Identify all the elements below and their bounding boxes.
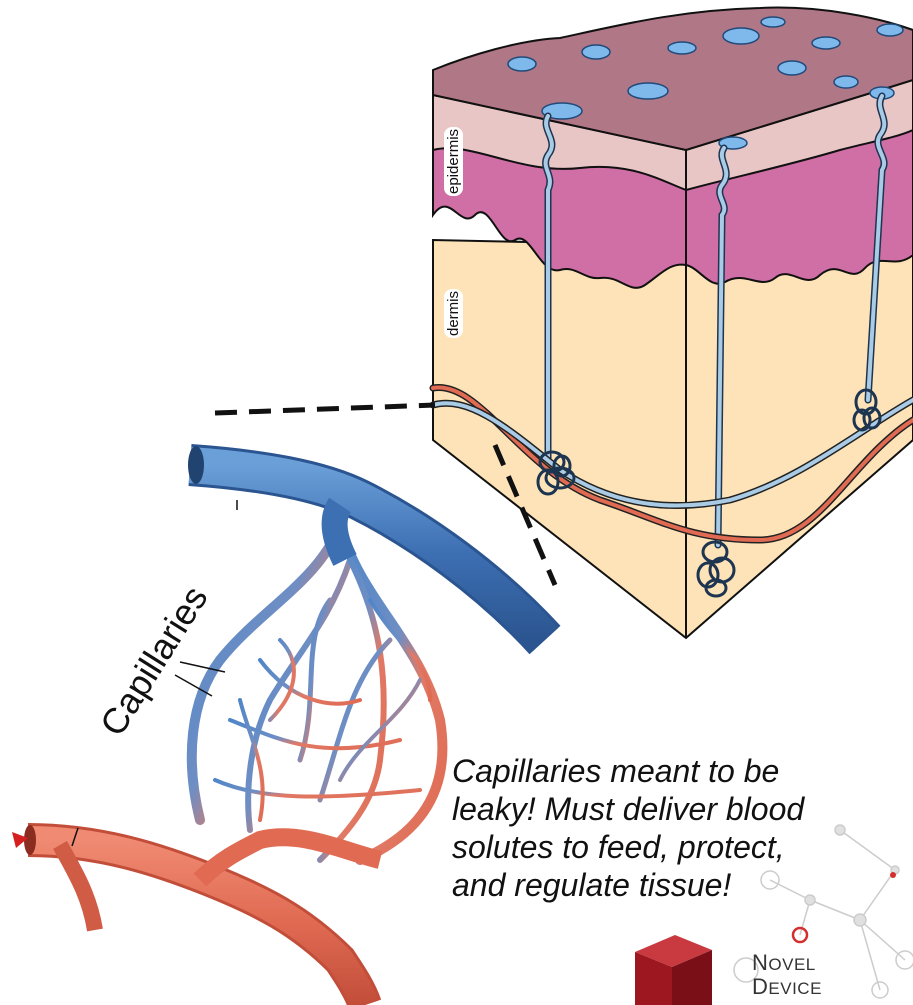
skin-block: [433, 8, 913, 638]
capillary-bed: [12, 446, 545, 1005]
logo-line-device: DEVICE: [752, 976, 822, 1000]
caption-line: and regulate tissue!: [452, 866, 912, 904]
caption-line: Capillaries meant to be: [452, 752, 912, 790]
venule-opening: [188, 446, 204, 484]
logo-initial: D: [752, 974, 768, 999]
logo-wordmark: NOVEL DEVICE: [752, 952, 822, 1000]
epidermis-label: epidermis: [444, 127, 463, 196]
logo-rest: EVICE: [768, 979, 822, 998]
logo-initial: N: [752, 950, 768, 975]
logo-line-novel: NOVEL: [752, 952, 822, 976]
logo-rest: OVEL: [768, 955, 815, 974]
caption-line: leaky! Must deliver blood: [452, 790, 912, 828]
caption-text: Capillaries meant to be leaky! Must deli…: [452, 752, 912, 904]
dermis-label: dermis: [444, 289, 463, 338]
capillary-network: [192, 525, 443, 860]
red-cube-icon: [635, 935, 712, 1005]
caption-line: solutes to feed, protect,: [452, 828, 912, 866]
